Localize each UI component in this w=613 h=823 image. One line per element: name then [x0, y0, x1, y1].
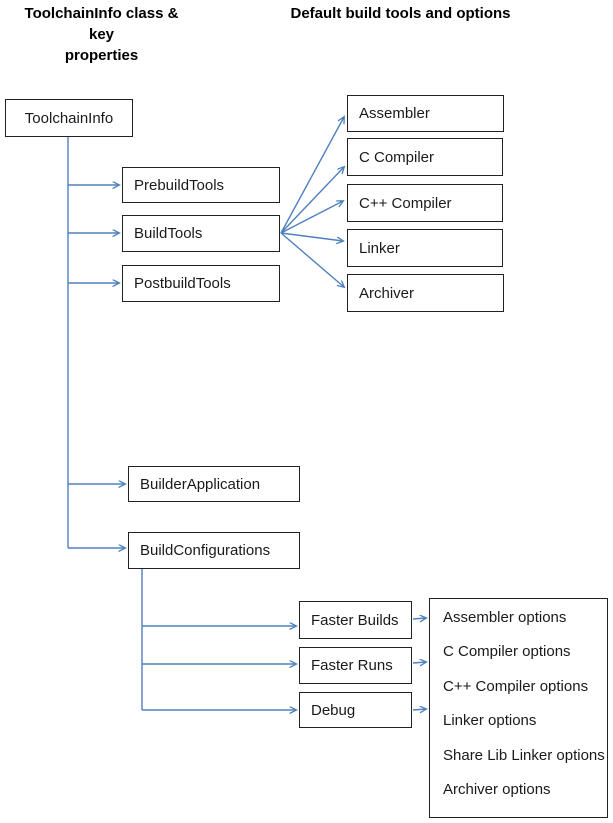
node-postbuildtools: PostbuildTools: [122, 265, 280, 302]
options-item-assembler: Assembler options: [443, 608, 567, 626]
options-item-cpp-compiler: C++ Compiler options: [443, 677, 589, 695]
node-postbuildtools-label: PostbuildTools: [134, 275, 231, 292]
connector-buildtools-cppcompiler: [280, 201, 343, 234]
node-assembler: Assembler: [347, 95, 504, 132]
node-builderapplication-label: BuilderApplication: [140, 475, 261, 493]
right-column-header: Default build tools and options: [290, 5, 511, 22]
node-buildconfigurations-label: BuildConfigurations: [140, 542, 271, 559]
options-item-share-lib-linker: Share Lib Linker options: [443, 746, 605, 764]
node-fasterruns-label: Faster Runs: [311, 657, 393, 674]
node-toolchaininfo: ToolchainInfo: [5, 99, 133, 137]
node-fasterbuilds: Faster Builds: [299, 601, 412, 639]
node-builderapplication: BuilderApplication: [128, 466, 300, 502]
connector-buildtools-linker: [280, 232, 343, 241]
connector-fasterruns-options: [412, 662, 426, 663]
node-fasterruns: Faster Runs: [299, 647, 412, 684]
node-archiver: Archiver: [347, 274, 504, 312]
node-cpp-compiler: C++ Compiler: [347, 184, 503, 222]
node-linker-label: Linker: [359, 239, 400, 257]
node-fasterbuilds-label: Faster Builds: [311, 611, 399, 629]
node-buildconfigurations: BuildConfigurations: [128, 532, 300, 569]
left-column-header: ToolchainInfo class & key properties: [24, 3, 179, 66]
node-toolchaininfo-label: ToolchainInfo: [24, 109, 114, 127]
node-buildtools: BuildTools: [122, 215, 280, 252]
left-header-line2: properties: [64, 47, 139, 64]
left-header-line1: ToolchainInfo class & key: [24, 5, 179, 43]
connector-buildtools-assembler: [280, 117, 344, 234]
options-panel: Assembler options C Compiler options C++…: [429, 598, 608, 818]
node-cpp-compiler-label: C++ Compiler: [359, 194, 452, 212]
node-linker: Linker: [347, 229, 503, 267]
connector-fasterbuilds-options: [412, 618, 426, 619]
options-item-c-compiler: C Compiler options: [443, 643, 571, 661]
node-prebuildtools: PrebuildTools: [122, 167, 280, 203]
connector-buildtools-archiver: [280, 232, 344, 287]
node-c-compiler: C Compiler: [347, 138, 503, 176]
node-prebuildtools-label: PrebuildTools: [134, 176, 225, 194]
connector-buildtools-ccompiler: [280, 167, 344, 234]
options-item-linker: Linker options: [443, 712, 537, 730]
connector-debug-options: [412, 709, 426, 710]
node-c-compiler-label: C Compiler: [359, 148, 435, 166]
node-assembler-label: Assembler: [359, 105, 430, 122]
node-debug: Debug: [299, 692, 412, 728]
options-item-archiver: Archiver options: [443, 781, 551, 799]
node-buildtools-label: BuildTools: [134, 225, 203, 242]
node-debug-label: Debug: [311, 701, 356, 719]
node-archiver-label: Archiver: [359, 284, 415, 302]
